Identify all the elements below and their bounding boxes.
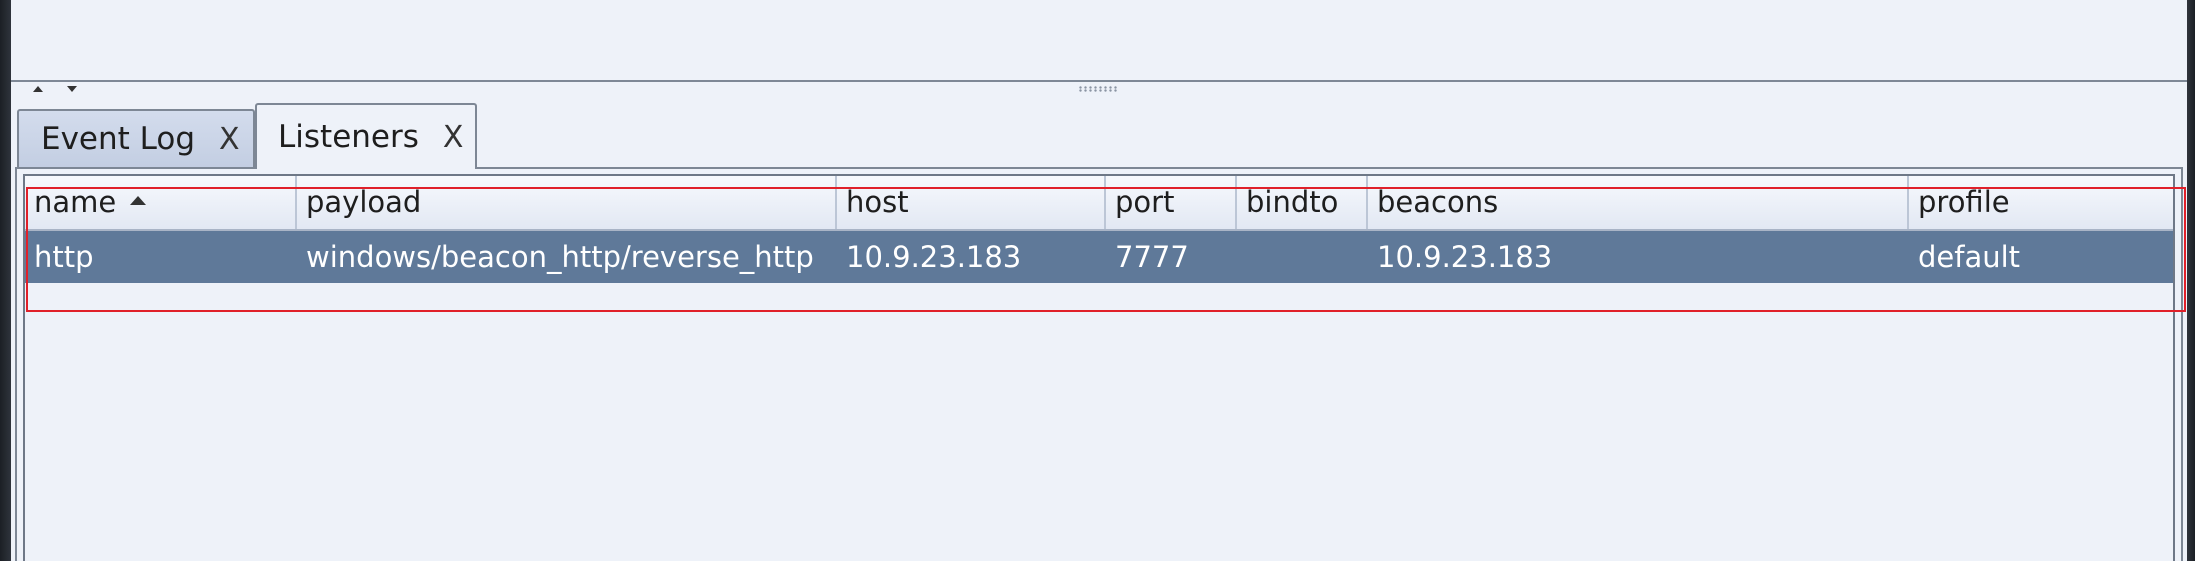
column-header-port[interactable]: port	[1106, 176, 1237, 229]
tab-bar: Event Log X Listeners X	[11, 100, 2187, 169]
cell-name: http	[34, 240, 94, 274]
triangle-up-icon[interactable]	[33, 86, 43, 92]
close-x-icon[interactable]: X	[219, 121, 240, 157]
column-label: name	[34, 185, 117, 219]
column-header-beacons[interactable]: beacons	[1368, 176, 1909, 229]
tab-label: Listeners	[278, 119, 419, 155]
split-pane-divider[interactable]	[11, 82, 2187, 100]
column-header-bindto[interactable]: bindto	[1237, 176, 1368, 229]
splitter-grip-icon[interactable]	[1078, 86, 1118, 92]
table-header: name payload host port bindto beacons pr…	[25, 176, 2173, 231]
listeners-panel: name payload host port bindto beacons pr…	[15, 167, 2183, 561]
window-frame-left	[0, 0, 11, 561]
column-label: port	[1115, 185, 1175, 219]
column-label: payload	[306, 185, 422, 219]
triangle-down-icon[interactable]	[67, 86, 77, 92]
cell-port: 7777	[1115, 240, 1189, 274]
listeners-table: name payload host port bindto beacons pr…	[23, 174, 2175, 561]
tab-label: Event Log	[41, 121, 196, 157]
column-label: host	[846, 185, 909, 219]
column-label: bindto	[1246, 185, 1339, 219]
close-x-icon[interactable]: X	[442, 119, 464, 155]
cell-payload: windows/beacon_http/reverse_http	[306, 240, 814, 274]
column-label: profile	[1918, 185, 2010, 219]
top-pane	[11, 0, 2187, 82]
cell-host: 10.9.23.183	[846, 240, 1022, 274]
cell-bindto	[1237, 231, 1368, 283]
column-header-host[interactable]: host	[837, 176, 1106, 229]
cell-beacons: 10.9.23.183	[1377, 240, 1553, 274]
tab-listeners[interactable]: Listeners X	[255, 103, 477, 169]
column-header-name[interactable]: name	[25, 176, 297, 229]
column-label: beacons	[1377, 185, 1499, 219]
window-frame-right	[2187, 0, 2195, 561]
app-window: Event Log X Listeners X name payload hos…	[11, 0, 2187, 561]
column-header-profile[interactable]: profile	[1909, 176, 2173, 229]
table-row[interactable]: http windows/beacon_http/reverse_http 10…	[25, 231, 2173, 283]
column-header-payload[interactable]: payload	[297, 176, 837, 229]
sort-ascending-icon	[130, 195, 147, 205]
cell-profile: default	[1918, 240, 2021, 274]
tab-event-log[interactable]: Event Log X	[17, 109, 255, 167]
